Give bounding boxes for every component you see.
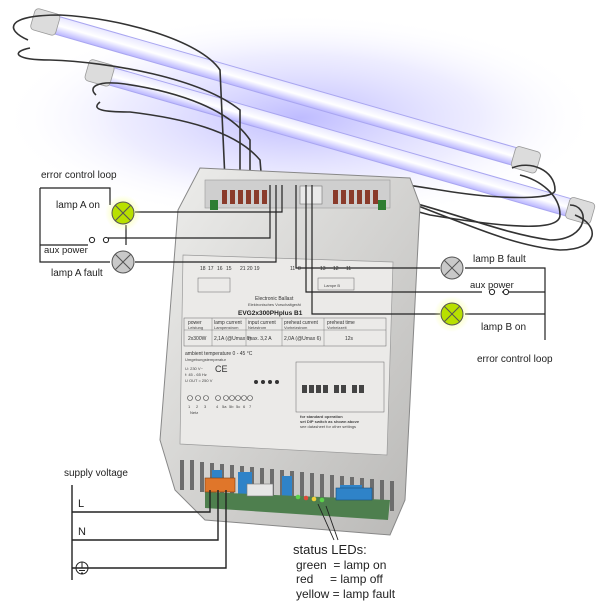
svg-text:see datasheet for other settin: see datasheet for other settings bbox=[300, 424, 356, 429]
ce-mark: CE bbox=[215, 364, 228, 374]
ballast-housing: 18 17 16 15 21 20 19 11 8 13 12 11 Lampe… bbox=[159, 167, 421, 536]
svg-text:preheat time: preheat time bbox=[327, 320, 355, 326]
line-n-label: N bbox=[78, 526, 86, 538]
supply-wires bbox=[71, 485, 227, 580]
led-indicator-dots bbox=[254, 380, 279, 384]
svg-text:21: 21 bbox=[240, 266, 246, 272]
svg-text:18: 18 bbox=[200, 266, 206, 272]
earth-ground-icon bbox=[75, 561, 89, 575]
svg-text:12s: 12s bbox=[345, 336, 354, 342]
svg-text:5c: 5c bbox=[236, 404, 240, 409]
supply-connector bbox=[204, 477, 236, 493]
svg-text:2,0A (@Umax 6): 2,0A (@Umax 6) bbox=[284, 336, 321, 342]
svg-text:2x300W: 2x300W bbox=[188, 336, 207, 342]
svg-text:13: 13 bbox=[320, 266, 326, 272]
svg-text:4: 4 bbox=[216, 404, 219, 409]
svg-text:max. 3,2 A: max. 3,2 A bbox=[248, 336, 272, 342]
svg-text:2: 2 bbox=[196, 404, 199, 409]
control-wires bbox=[39, 185, 546, 340]
ballast-model: EVG2x300PHplus B1 bbox=[238, 310, 303, 317]
svg-text:for standard operation: for standard operation bbox=[300, 414, 343, 419]
svg-text:set DIP switch as shown above: set DIP switch as shown above bbox=[300, 419, 360, 424]
svg-text:Elektronisches Vorschaltgerät: Elektronisches Vorschaltgerät bbox=[248, 302, 302, 307]
svg-text:input current: input current bbox=[248, 320, 276, 326]
svg-text:f: 45 - 65 Hz: f: 45 - 65 Hz bbox=[185, 372, 207, 377]
status-led-pointers bbox=[317, 503, 339, 541]
dip-switch-panel bbox=[295, 361, 385, 413]
svg-text:lamp current: lamp current bbox=[214, 320, 242, 326]
svg-text:11: 11 bbox=[290, 266, 295, 272]
lamp-a-fault-label: lamp A fault bbox=[51, 268, 103, 279]
line-l-label: L bbox=[78, 498, 84, 510]
svg-text:Electronic Ballast: Electronic Ballast bbox=[255, 296, 294, 302]
svg-text:2,1A (@Umax 6): 2,1A (@Umax 6) bbox=[214, 336, 251, 342]
svg-text:Vorheizstrom: Vorheizstrom bbox=[284, 325, 308, 330]
lamp-b-fault-label: lamp B fault bbox=[473, 254, 526, 265]
svg-text:5b: 5b bbox=[229, 404, 234, 409]
svg-text:7: 7 bbox=[249, 404, 252, 409]
ballast-label: 18 17 16 15 21 20 19 11 8 13 12 11 Lampe… bbox=[179, 254, 394, 456]
lamp-b-tube bbox=[84, 59, 596, 225]
svg-text:preheat current: preheat current bbox=[284, 320, 319, 326]
svg-text:6: 6 bbox=[243, 404, 246, 409]
supply-voltage-label: supply voltage bbox=[64, 468, 128, 479]
lamp-a-on-label: lamp A on bbox=[56, 200, 100, 211]
uv-lamp-group bbox=[0, 8, 600, 251]
error-loop-right-label: error control loop bbox=[477, 354, 553, 365]
svg-text:12: 12 bbox=[333, 266, 339, 272]
mid-connector bbox=[246, 483, 274, 497]
error-loop-left-label: error control loop bbox=[41, 170, 117, 181]
svg-text:20: 20 bbox=[247, 266, 253, 272]
status-led-yellow-row: yellow = lamp fault bbox=[296, 586, 396, 601]
lamp-b-on-label: lamp B on bbox=[481, 322, 526, 333]
status-led-row bbox=[295, 494, 325, 503]
spec-table: power lamp current input current preheat… bbox=[183, 317, 387, 347]
dip-switch bbox=[335, 487, 373, 501]
lamp-b-fault-indicator bbox=[440, 256, 464, 280]
svg-text:Netz: Netz bbox=[190, 410, 198, 415]
svg-text:16: 16 bbox=[217, 266, 223, 272]
svg-text:U OUT = 250 V: U OUT = 250 V bbox=[185, 378, 213, 383]
status-led-legend: status LEDs: green = lamp on red = lamp … bbox=[293, 542, 453, 601]
top-terminals bbox=[222, 190, 378, 204]
aux-power-right-label: aux power bbox=[470, 280, 514, 291]
svg-text:5a: 5a bbox=[222, 404, 227, 409]
status-led-red-row: red = lamp off bbox=[296, 572, 383, 586]
aux-power-switch-right bbox=[488, 288, 510, 296]
aux-power-switch-left bbox=[88, 236, 110, 244]
svg-text:Lampenstrom: Lampenstrom bbox=[214, 325, 239, 330]
svg-text:Vorheizzeit: Vorheizzeit bbox=[327, 325, 347, 330]
lamp-a-on-indicator bbox=[105, 195, 141, 231]
svg-text:Lampe B: Lampe B bbox=[324, 283, 340, 288]
svg-text:power: power bbox=[188, 320, 202, 326]
svg-text:11: 11 bbox=[346, 266, 351, 272]
svg-text:19: 19 bbox=[254, 266, 260, 272]
bottom-terminal-circles bbox=[187, 395, 253, 401]
svg-text:17: 17 bbox=[208, 266, 214, 272]
svg-text:ambient temperature 0 - 45 °C: ambient temperature 0 - 45 °C bbox=[185, 351, 253, 357]
svg-text:8: 8 bbox=[298, 266, 301, 272]
svg-text:Leistung: Leistung bbox=[188, 325, 203, 330]
aux-power-left-label: aux power bbox=[44, 245, 88, 256]
status-leds-title: status LEDs: bbox=[293, 542, 367, 557]
svg-text:15: 15 bbox=[226, 266, 232, 272]
svg-text:1: 1 bbox=[188, 404, 191, 409]
dip-switch-cells bbox=[302, 385, 364, 393]
svg-text:Umgebungstemperatur: Umgebungstemperatur bbox=[185, 357, 227, 362]
lamp-b-on-indicator bbox=[434, 296, 470, 332]
svg-text:U: 230 V~: U: 230 V~ bbox=[185, 366, 204, 371]
lamp-a-fault-indicator bbox=[111, 250, 135, 274]
status-led-green-row: green = lamp on bbox=[296, 557, 387, 572]
svg-text:Netzstrom: Netzstrom bbox=[248, 325, 267, 330]
svg-text:3: 3 bbox=[204, 404, 207, 409]
